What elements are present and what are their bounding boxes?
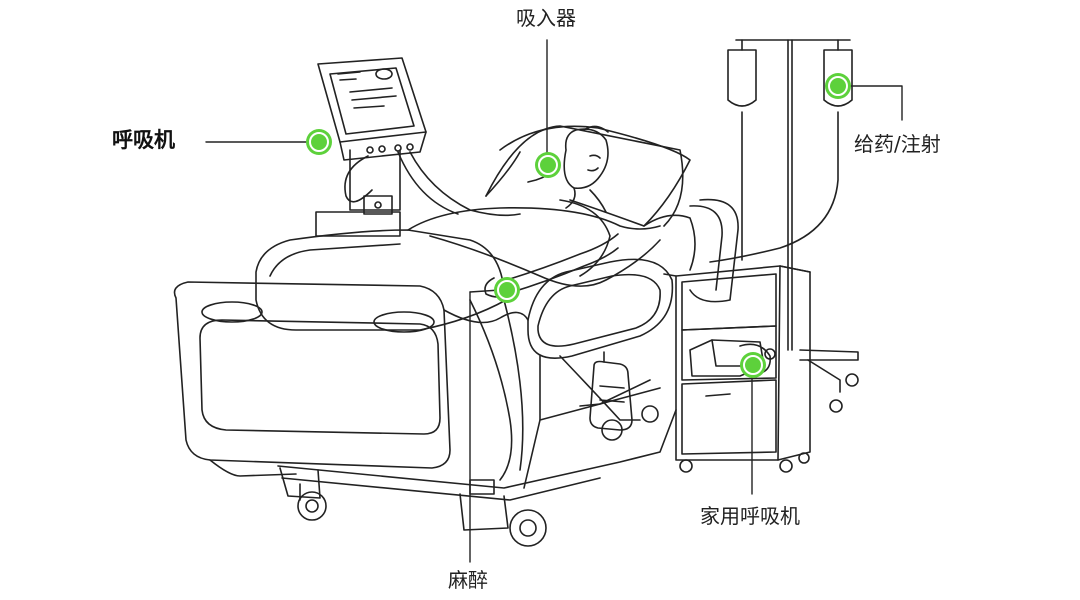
label-anesthesia: 麻醉: [448, 568, 488, 592]
label-ventilator: 呼吸机: [112, 128, 175, 152]
marker-ventilator-icon: [306, 129, 332, 155]
annotation-lines: [205, 39, 903, 563]
marker-anesthesia-icon: [494, 277, 520, 303]
marker-inhaler-icon: [535, 152, 561, 178]
label-home-ventilator: 家用呼吸机: [700, 504, 800, 528]
iv-pole: [709, 39, 859, 413]
label-medication-injection: 给药/注射: [854, 132, 941, 156]
marker-medication-icon: [825, 73, 851, 99]
label-inhaler: 吸入器: [516, 6, 576, 30]
markers: [306, 73, 851, 378]
bedside-cabinet: [663, 265, 811, 473]
bed-frame: [173, 125, 739, 547]
marker-home-ventilator-icon: [740, 352, 766, 378]
leader-medication: [849, 85, 903, 121]
